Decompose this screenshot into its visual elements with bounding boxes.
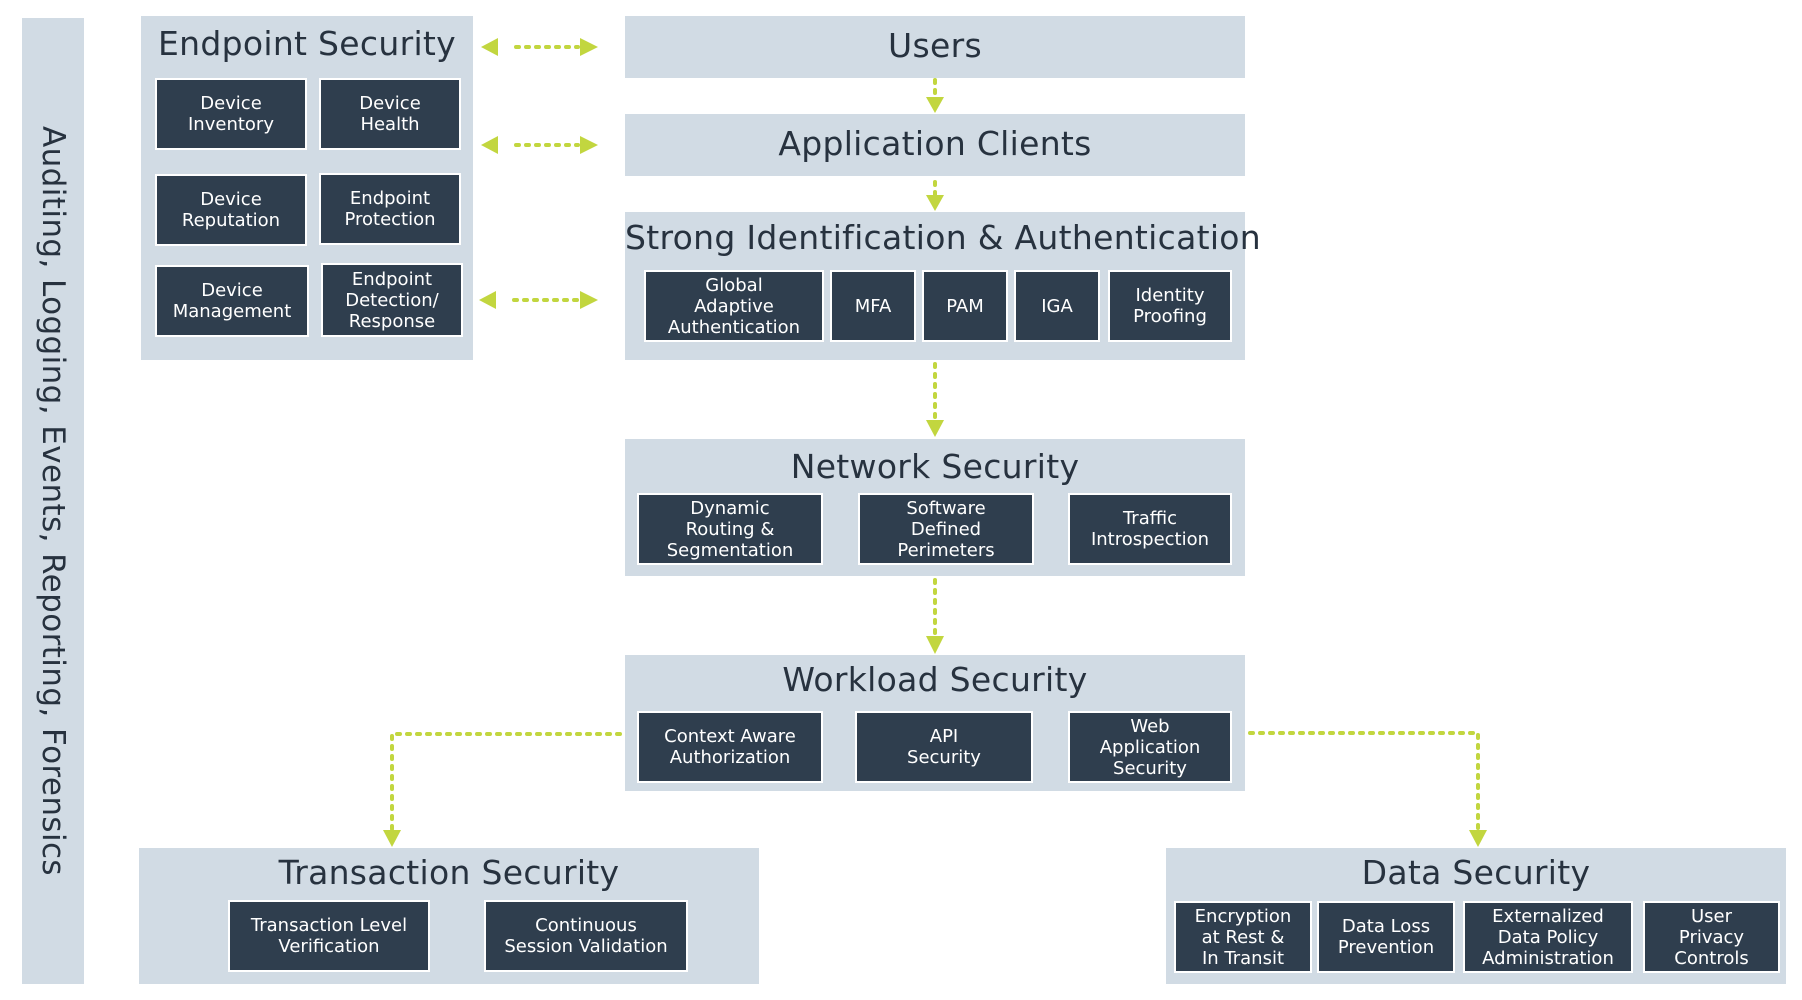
arrowhead-left-2 [481, 136, 498, 154]
network-security-panel: Network Security Dynamic Routing & Segme… [625, 439, 1245, 576]
arrowhead-down-identity-network [926, 420, 944, 437]
arrowhead-left-1 [481, 38, 498, 56]
side-band-label: Auditing, Logging, Events, Reporting, Fo… [35, 126, 71, 876]
continuous-session-validation-box: Continuous Session Validation [484, 900, 688, 972]
identity-proofing-box: Identity Proofing [1108, 270, 1232, 342]
endpoint-security-title: Endpoint Security [158, 24, 456, 63]
workload-security-title: Workload Security [782, 660, 1088, 699]
encryption-at-rest-in-transit-box: Encryption at Rest & In Transit [1174, 901, 1312, 973]
context-aware-authorization-box: Context Aware Authorization [637, 711, 823, 783]
iga-box: IGA [1014, 270, 1100, 342]
arrowhead-down-app-identity [926, 195, 944, 211]
api-security-box: API Security [855, 711, 1033, 783]
application-clients-panel: Application Clients [625, 114, 1245, 176]
endpoint-detection-response-box: Endpoint Detection/ Response [321, 263, 463, 337]
arrowhead-down-users-app [926, 97, 944, 113]
arrowhead-down-data [1469, 830, 1487, 847]
software-defined-perimeters-box: Software Defined Perimeters [858, 493, 1034, 565]
user-privacy-controls-box: User Privacy Controls [1643, 901, 1780, 973]
identity-panel: Strong Identification & Authentication G… [625, 212, 1261, 360]
data-security-panel: Data Security Encryption at Rest & In Tr… [1166, 848, 1786, 984]
transaction-level-verification-box: Transaction Level Verification [228, 900, 430, 972]
endpoint-protection-box: Endpoint Protection [319, 173, 461, 245]
network-security-title: Network Security [790, 447, 1080, 486]
users-title: Users [888, 26, 982, 65]
connector-workload-data [1248, 731, 1480, 832]
device-inventory-box: Device Inventory [155, 78, 307, 150]
transaction-security-panel: Transaction Security Transaction Level V… [139, 848, 759, 984]
global-adaptive-authentication-box: Global Adaptive Authentication [644, 270, 824, 342]
traffic-introspection-box: Traffic Introspection [1068, 493, 1232, 565]
web-application-security-box: Web Application Security [1068, 711, 1232, 783]
arrowhead-right-3 [580, 291, 598, 309]
arrowhead-right-1 [580, 38, 598, 56]
device-health-box: Device Health [319, 78, 461, 150]
device-reputation-box: Device Reputation [155, 174, 307, 246]
dynamic-routing-segmentation-box: Dynamic Routing & Segmentation [637, 493, 823, 565]
side-band [22, 18, 84, 984]
application-clients-title: Application Clients [778, 124, 1092, 163]
arrowhead-left-3 [479, 291, 496, 309]
users-panel: Users [625, 16, 1245, 78]
mfa-box: MFA [830, 270, 916, 342]
identity-title: Strong Identification & Authentication [625, 218, 1261, 257]
connector-workload-transaction [390, 732, 622, 832]
data-security-title: Data Security [1361, 853, 1591, 892]
device-management-box: Device Management [155, 265, 309, 337]
arrowhead-down-network-workload [926, 636, 944, 654]
data-loss-prevention-box: Data Loss Prevention [1317, 901, 1455, 973]
workload-security-panel: Workload Security Context Aware Authoriz… [625, 655, 1245, 791]
transaction-security-title: Transaction Security [278, 853, 620, 892]
pam-box: PAM [922, 270, 1008, 342]
externalized-data-policy-administration-box: Externalized Data Policy Administration [1463, 901, 1633, 973]
endpoint-security-panel: Endpoint Security Device Inventory Devic… [141, 16, 473, 360]
arrowhead-down-transaction [383, 830, 401, 847]
arrowhead-right-2 [580, 136, 598, 154]
